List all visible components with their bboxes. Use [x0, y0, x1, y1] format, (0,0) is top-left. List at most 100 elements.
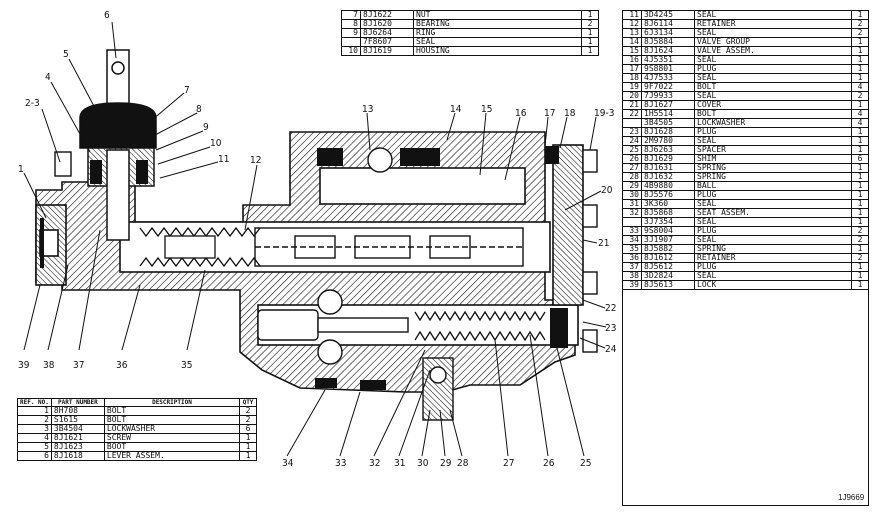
ref-cell: 9: [341, 28, 361, 38]
callout-36: 36: [116, 360, 128, 371]
part-number-cell: 8J1618: [50, 451, 105, 461]
description-cell: RETAINER: [694, 253, 852, 263]
ref-cell: 39: [622, 280, 642, 290]
callout-37: 37: [73, 360, 84, 371]
pivot-shaft: [106, 149, 130, 241]
callout-4: 4: [45, 72, 51, 83]
description-cell: SEAL: [694, 271, 852, 281]
drawing-number: 1J9669: [838, 493, 865, 502]
callout-24: 24: [605, 344, 617, 355]
description-cell: PLUG: [694, 262, 852, 272]
ref-cell: 32: [622, 208, 642, 218]
callout-38: 38: [43, 360, 55, 371]
lever-stem: [106, 49, 130, 111]
description-cell: SEAL: [694, 217, 852, 227]
callout-33: 33: [335, 458, 346, 469]
leader-lines: [23, 21, 607, 457]
callout-11: 11: [218, 154, 229, 165]
callout-10: 10: [210, 138, 222, 149]
description-cell: VALVE ASSEM.: [694, 46, 852, 56]
callout-1: 1: [18, 164, 24, 175]
description-cell: SEAL: [694, 55, 852, 65]
description-cell: BEARING: [413, 19, 582, 29]
description-cell: RETAINER: [694, 19, 852, 29]
callout-labels: 6 5 4 2-3 1 7 8 9 10 11 12 13 14 15 16 1…: [18, 10, 617, 469]
description-cell: RING: [413, 28, 582, 38]
description-cell: PLUG: [694, 226, 852, 236]
qty-cell: 1: [239, 451, 257, 461]
callout-31: 31: [394, 458, 405, 469]
callout-30: 30: [417, 458, 429, 469]
lower-plunger: [257, 309, 409, 341]
description-cell: COVER: [694, 100, 852, 110]
description-cell: PLUG: [694, 127, 852, 137]
callout-26: 26: [543, 458, 555, 469]
callout-23: 23: [605, 323, 616, 334]
qty-cell: 1: [851, 280, 869, 290]
description-cell: PLUG: [694, 64, 852, 74]
ref-cell: 10: [341, 46, 361, 56]
callout-19-3: 19-3: [594, 108, 614, 119]
description-cell: SEAT ASSEM.: [694, 208, 852, 218]
callout-8: 8: [196, 104, 202, 115]
part-number-cell: 8J1619: [360, 46, 414, 56]
description-cell: SPACER: [694, 145, 852, 155]
cover-section: [552, 144, 584, 306]
callout-15: 15: [481, 104, 492, 115]
callout-27: 27: [503, 458, 514, 469]
description-cell: SEAL: [694, 73, 852, 83]
description-cell: LOCK: [694, 280, 852, 290]
callout-13: 13: [362, 104, 373, 115]
callout-20: 20: [601, 185, 613, 196]
part-number-cell: 8J5613: [641, 280, 695, 290]
qty-cell: 1: [581, 46, 599, 56]
callout-25: 25: [580, 458, 591, 469]
callout-22: 22: [605, 303, 616, 314]
callout-7: 7: [184, 85, 190, 96]
cover-bolts: [54, 149, 598, 353]
ref-cell: 22: [622, 109, 642, 119]
description-cell: PLUG: [694, 190, 852, 200]
callout-35: 35: [181, 360, 192, 371]
callout-34: 34: [282, 458, 294, 469]
spool-spring: [139, 226, 261, 268]
callout-39: 39: [18, 360, 30, 371]
callout-14: 14: [450, 104, 462, 115]
callout-21: 21: [598, 238, 609, 249]
callout-29: 29: [440, 458, 452, 469]
callout-16: 16: [515, 108, 527, 119]
description-cell: HOUSING: [413, 46, 582, 56]
description-cell: BALL: [694, 181, 852, 191]
main-spool: [254, 227, 524, 267]
ref-cell: 6: [17, 451, 52, 461]
callout-32: 32: [369, 458, 380, 469]
check-valve: [317, 147, 454, 421]
callout-17: 17: [544, 108, 555, 119]
lower-spring: [414, 310, 546, 342]
callout-5: 5: [63, 49, 69, 60]
boot: [79, 102, 157, 149]
callout-28: 28: [457, 458, 469, 469]
description-cell: BOLT: [694, 82, 852, 92]
upper-bore-cavity: [319, 167, 526, 205]
callout-9: 9: [203, 122, 209, 133]
callout-12: 12: [250, 155, 261, 166]
lever-eye: [111, 61, 125, 75]
callout-6: 6: [104, 10, 110, 21]
description-cell: LOCKWASHER: [694, 118, 852, 128]
callout-18: 18: [564, 108, 576, 119]
seal-blocks: [40, 146, 568, 390]
description-cell: SPRING: [694, 172, 852, 182]
